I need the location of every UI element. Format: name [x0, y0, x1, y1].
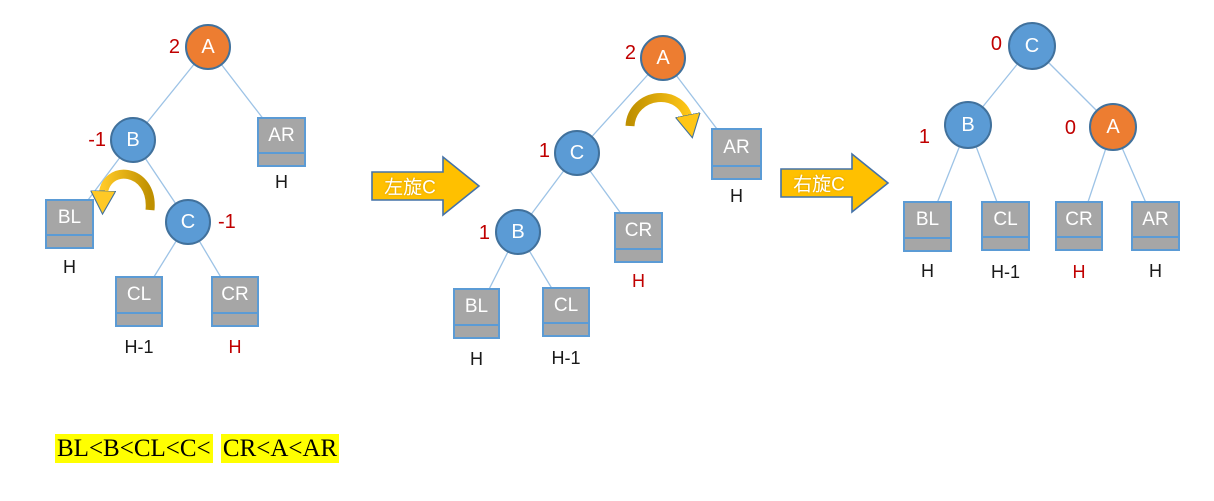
- tree2-height-CL: H-1: [551, 348, 581, 368]
- tree3-node-B: B: [944, 101, 992, 149]
- tree1-bf-C: -1: [218, 211, 236, 233]
- tree2-bf-C: 1: [538, 140, 550, 162]
- box-strip: [616, 248, 661, 261]
- tree2-box-AR: AR: [711, 128, 762, 180]
- box-label: AR: [723, 136, 750, 158]
- tree3-node-C: C: [1008, 22, 1056, 70]
- tree2-box-CR: CR: [614, 212, 663, 263]
- order-inequality: BL<B<CL<C< CR<A<AR: [55, 434, 340, 463]
- tree2-box-BL: BL: [453, 288, 500, 339]
- box-strip: [544, 322, 588, 335]
- box-label: BL: [464, 296, 489, 317]
- tree1-box-BL: BL: [45, 199, 94, 249]
- box-label: CR: [221, 284, 249, 305]
- tree1-bf-B: -1: [88, 129, 106, 151]
- box-strip: [455, 324, 498, 337]
- box-label: AR: [268, 124, 295, 146]
- box-label: AR: [1142, 208, 1169, 230]
- tree3-box-CL: CL: [981, 201, 1030, 251]
- tree3-bf-C: 0: [990, 33, 1002, 55]
- tree2-height-BL: H: [470, 349, 483, 369]
- tree3-node-A: A: [1089, 103, 1137, 151]
- rotation-arc-right-icon: [625, 92, 689, 126]
- right-rotation-label: 右旋C: [793, 174, 845, 196]
- tree2-height-AR: H: [730, 186, 743, 206]
- right-rotation-step-arrow: 右旋C: [780, 152, 890, 214]
- tree3-height-AR: H: [1149, 261, 1162, 281]
- tree1-box-AR: AR: [257, 117, 306, 167]
- box-strip: [1133, 236, 1178, 249]
- tree3-height-BL: H: [921, 261, 934, 281]
- box-strip: [47, 234, 92, 247]
- order-inequality-left: BL<B<CL<C<: [55, 434, 213, 463]
- tree1-bf-A: 2: [168, 36, 180, 58]
- box-strip: [1057, 236, 1101, 249]
- tree2-node-A: A: [640, 35, 686, 81]
- tree1-height-BL: H: [63, 257, 76, 277]
- box-label: BL: [57, 206, 82, 228]
- tree1-box-CL: CL: [115, 276, 163, 327]
- tree3-height-CR: H: [1072, 262, 1086, 282]
- box-label: CL: [553, 294, 579, 316]
- box-strip: [117, 312, 161, 325]
- box-label: BL: [915, 209, 940, 230]
- tree1-node-C: C: [165, 199, 211, 245]
- tree2-height-CR: H: [632, 271, 645, 291]
- tree3-box-BL: BL: [903, 201, 952, 252]
- gap: [213, 435, 221, 462]
- tree1-height-CR: H: [228, 337, 242, 357]
- box-label: CL: [126, 284, 152, 305]
- box-strip: [713, 165, 760, 178]
- tree1-height-CL: H-1: [124, 337, 154, 357]
- tree2-edges: [476, 57, 737, 314]
- tree3-box-AR: AR: [1131, 201, 1180, 251]
- tree1-edges: [69, 46, 282, 302]
- tree2-bf-B: 1: [478, 222, 490, 244]
- tree3-bf-A: 0: [1064, 117, 1076, 139]
- order-inequality-right: CR<A<AR: [220, 434, 340, 463]
- box-strip: [213, 312, 257, 325]
- block-arrow-right-icon: [780, 152, 890, 214]
- left-rotation-label: 左旋C: [384, 177, 436, 199]
- box-strip: [905, 237, 950, 250]
- tree1-node-A: A: [185, 24, 231, 70]
- tree2-node-C: C: [554, 130, 600, 176]
- tree1-height-AR: H: [275, 172, 288, 192]
- tree2-node-B: B: [495, 209, 541, 255]
- left-rotation-step-arrow: 左旋C: [371, 155, 481, 217]
- block-arrow-right-icon: [371, 155, 481, 217]
- rotation-arc-left-icon: [103, 169, 155, 210]
- box-strip: [983, 236, 1028, 249]
- box-label: CR: [624, 220, 653, 241]
- box-label: CR: [1065, 208, 1093, 230]
- tree2-box-CL: CL: [542, 287, 590, 337]
- tree3-height-CL: H-1: [990, 262, 1020, 282]
- tree1-node-B: B: [110, 117, 156, 163]
- tree3-bf-B: 1: [918, 126, 930, 148]
- tree2-bf-A: 2: [624, 42, 636, 64]
- tree1-box-CR: CR: [211, 276, 259, 327]
- tree3-box-CR: CR: [1055, 201, 1103, 251]
- box-strip: [259, 152, 304, 165]
- box-label: CL: [993, 208, 1018, 230]
